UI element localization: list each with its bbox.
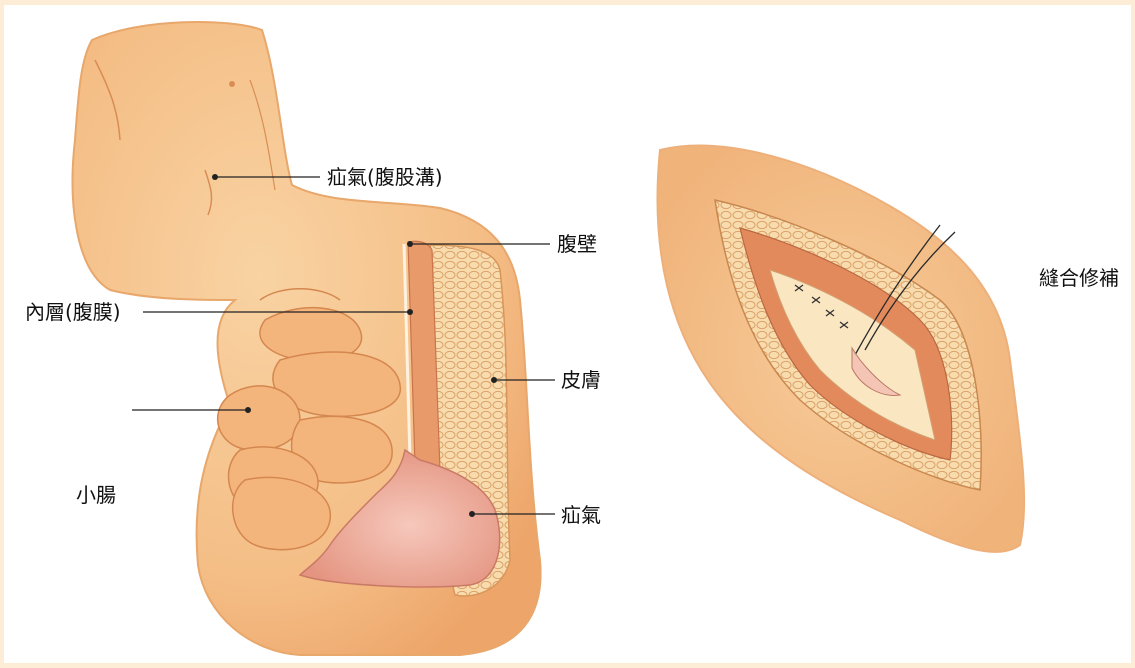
label-inner-layer: 內層(腹膜) — [25, 301, 121, 323]
label-small-intestine: 小腸 — [76, 484, 116, 506]
label-abdominal-wall: 腹壁 — [557, 233, 597, 255]
label-skin: 皮膚 — [561, 369, 601, 391]
label-hernia: 疝氣 — [561, 504, 601, 526]
label-suture-repair: 縫合修補 — [1039, 267, 1119, 289]
suture-repair-figure — [657, 146, 1024, 552]
label-hernia-groin: 疝氣(腹股溝) — [327, 166, 443, 188]
